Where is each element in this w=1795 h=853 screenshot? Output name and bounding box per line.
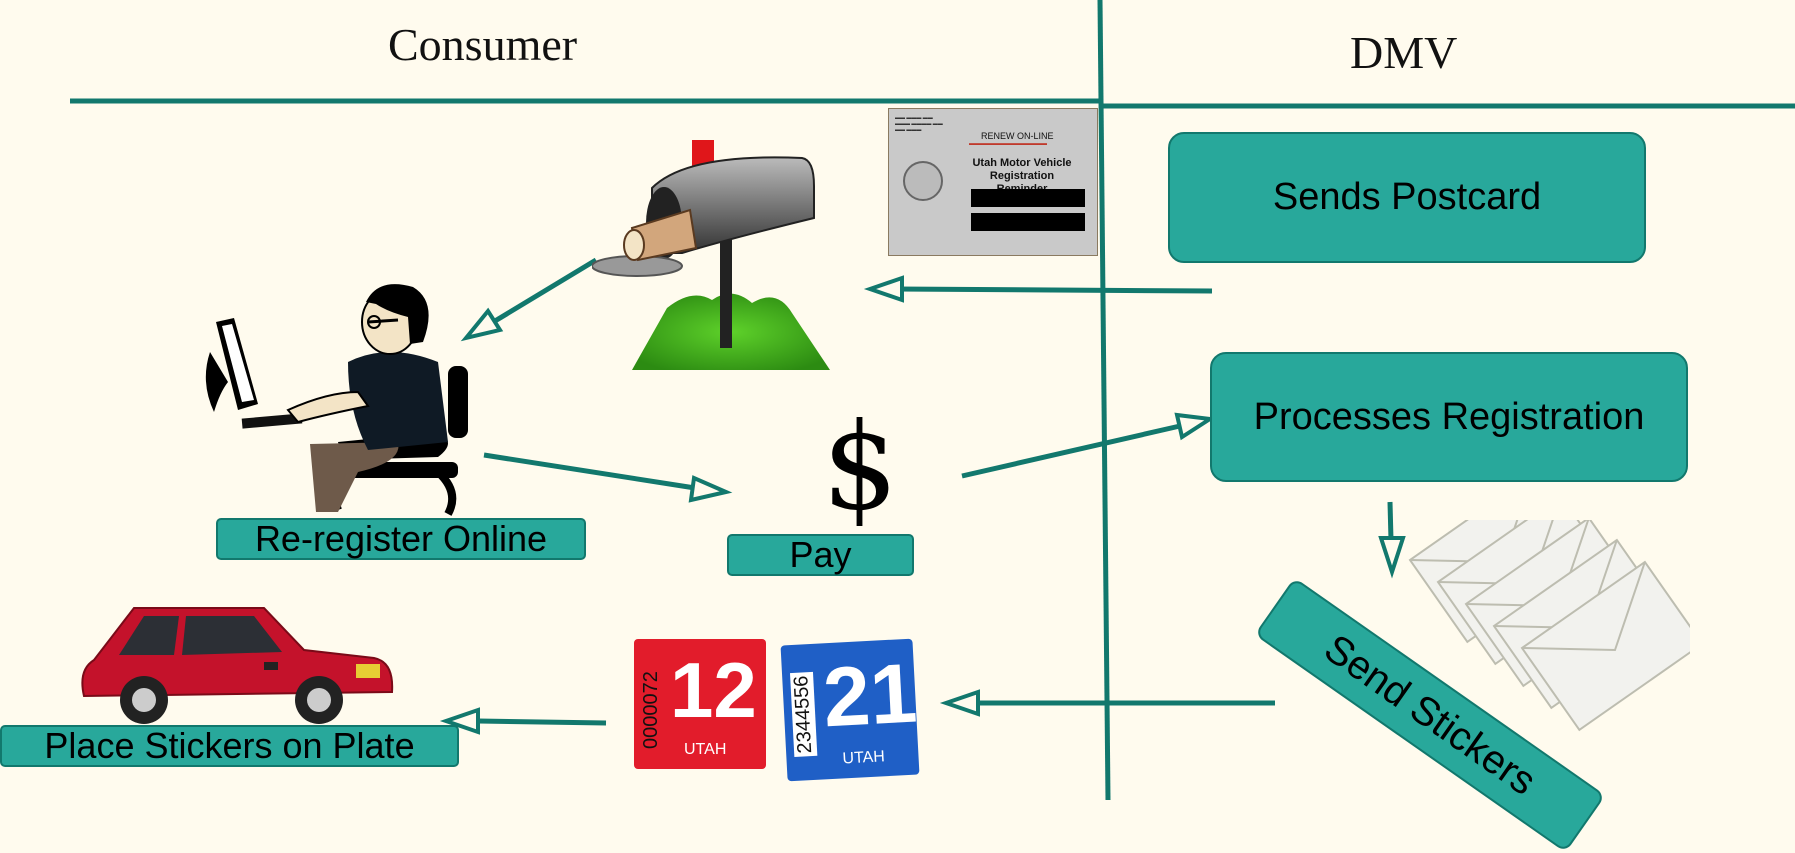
arrow-person-to-pay-line [483,452,696,491]
reregister-online-label[interactable]: Re-register Online [216,518,586,560]
arrow-to-car-head [439,707,480,735]
blue-sticker-number: 21 [820,645,920,745]
arrow-to-car-line [477,718,607,726]
red-registration-sticker: 0000072 12 UTAH [634,639,766,769]
sends-postcard-label: Sends Postcard [1272,176,1542,218]
flow-diagram-lines [70,0,1795,800]
postcard-redaction-2 [971,213,1085,231]
arrow-mail-to-person-head [460,307,504,342]
red-sticker-state: UTAH [684,741,727,758]
blue-sticker-serial: 2344556 [789,672,818,757]
pay-label-text: Pay [789,534,852,575]
arrow-mail-to-person-line [488,257,598,327]
mailbox-icon [592,140,830,370]
car-icon [81,607,394,724]
arrow-postcard-line [894,286,1213,294]
postcard-return-address: ▬▬ ▬▬▬ ▬▬▬▬▬ ▬▬▬▬ ▬▬▬▬ ▬▬▬ [895,115,943,133]
reregister-online-text: Re-register Online [254,518,548,559]
arrow-process-to-send-head [1378,536,1406,579]
lane-divider [1097,0,1111,800]
lane-title-consumer: Consumer [388,19,578,70]
lane-title-dmv: DMV [1350,27,1458,78]
postcard-renew-text: RENEW ON-LINE [981,131,1054,141]
red-sticker-number: 12 [670,646,757,734]
postcard-image: ▬▬ ▬▬▬ ▬▬▬▬▬ ▬▬▬▬ ▬▬▬▬ ▬▬▬ RENEW ON-LINE… [888,108,1098,256]
red-sticker-serial: 0000072 [640,671,662,749]
place-stickers-label[interactable]: Place Stickers on Plate [0,725,459,767]
pay-label[interactable]: Pay [727,534,914,576]
arrow-postcard-head [863,275,904,303]
arrow-pay-to-dmv-head [1174,412,1216,441]
postcard-seal [903,161,943,201]
arrow-stickers-head [939,689,980,717]
dollar-sign-icon: $ [822,398,899,537]
blue-sticker-state: UTAH [842,748,886,768]
arrow-process-to-send-line [1387,501,1394,541]
person-at-computer-icon [205,284,468,516]
envelopes-icon [1408,520,1690,732]
processes-registration-box[interactable]: Processes Registration [1210,352,1688,482]
blue-registration-sticker: 2344556 21 UTAH [780,638,920,782]
sends-postcard-box[interactable]: Sends Postcard [1168,132,1646,263]
place-stickers-text: Place Stickers on Plate [44,725,415,766]
postcard-website: ▬▬▬▬▬▬▬▬▬▬▬▬▬ [969,141,1047,147]
processes-registration-label: Processes Registration [1253,395,1645,438]
arrow-person-to-pay-head [688,475,733,503]
arrow-pay-to-dmv-line [961,423,1181,479]
postcard-redaction-1 [971,189,1085,207]
postcard-title-line1: Utah Motor Vehicle [972,157,1072,169]
